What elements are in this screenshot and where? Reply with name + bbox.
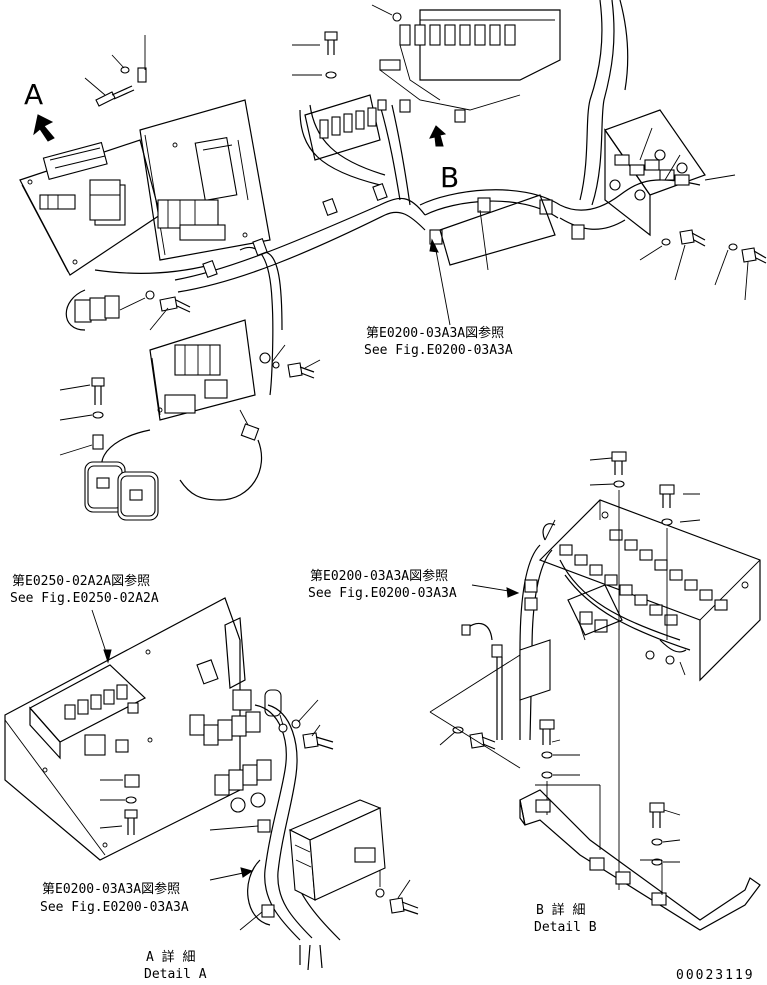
connector-block-center	[304, 94, 387, 161]
detail-b-reference-en[interactable]: See Fig.E0200-03A3A	[308, 586, 457, 601]
wire-harness-main	[65, 0, 701, 501]
detail-a-title-en: Detail A	[144, 967, 207, 982]
reference-leader-main	[429, 238, 451, 326]
detail-b-reference-jp[interactable]: 第E0200-03A3A図参照	[310, 569, 449, 584]
valve-block-top	[379, 9, 561, 123]
relay-cluster-left	[74, 290, 191, 323]
detail-b-title-jp: B 詳 細	[536, 903, 586, 918]
detail-b-title-en: Detail B	[534, 920, 597, 935]
detail-a-title-jp: A 詳 細	[146, 950, 196, 965]
bracket-right	[604, 109, 706, 237]
detail-b-mount-bracket	[519, 784, 761, 931]
harness-clamps	[202, 183, 585, 278]
detail-a-relays	[189, 711, 272, 813]
main-reference-jp[interactable]: 第E0200-03A3A図参照	[366, 326, 505, 341]
bolt-top-center	[324, 31, 338, 79]
detail-b-leaders	[429, 584, 521, 769]
view-a-label: A	[24, 78, 44, 111]
detail-b-valve	[538, 499, 761, 682]
view-a-arrow	[33, 114, 55, 142]
drawing-number: 00023119	[676, 968, 755, 983]
detail-a-leaders	[91, 609, 254, 881]
harness-bracket-b	[439, 194, 556, 266]
detail-a-controller	[288, 799, 386, 901]
main-reference-en[interactable]: See Fig.E0200-03A3A	[364, 343, 513, 358]
detail-b-harness	[461, 523, 691, 741]
view-b-label: B	[440, 161, 460, 194]
detail-a-reference-1-en[interactable]: See Fig.E0250-02A2A	[10, 591, 159, 606]
detail-a-reference-2-jp[interactable]: 第E0200-03A3A図参照	[42, 882, 181, 897]
bolt-mid	[240, 352, 315, 441]
detail-a-bolts	[124, 719, 419, 915]
control-board-main	[19, 139, 161, 276]
bolt-vertical-left	[91, 377, 105, 450]
connector-boots	[84, 461, 159, 521]
view-b-arrow	[429, 125, 447, 147]
bolts-right	[661, 229, 767, 264]
bolt-top-left	[95, 66, 147, 107]
detail-a-reference-1-jp[interactable]: 第E0250-02A2A図参照	[12, 574, 151, 589]
panel-center	[139, 99, 271, 261]
detail-b-bolts	[452, 451, 675, 890]
detail-a-reference-2-en[interactable]: See Fig.E0200-03A3A	[40, 900, 189, 915]
control-box-lower	[149, 319, 256, 421]
detail-a-panel	[4, 597, 282, 861]
